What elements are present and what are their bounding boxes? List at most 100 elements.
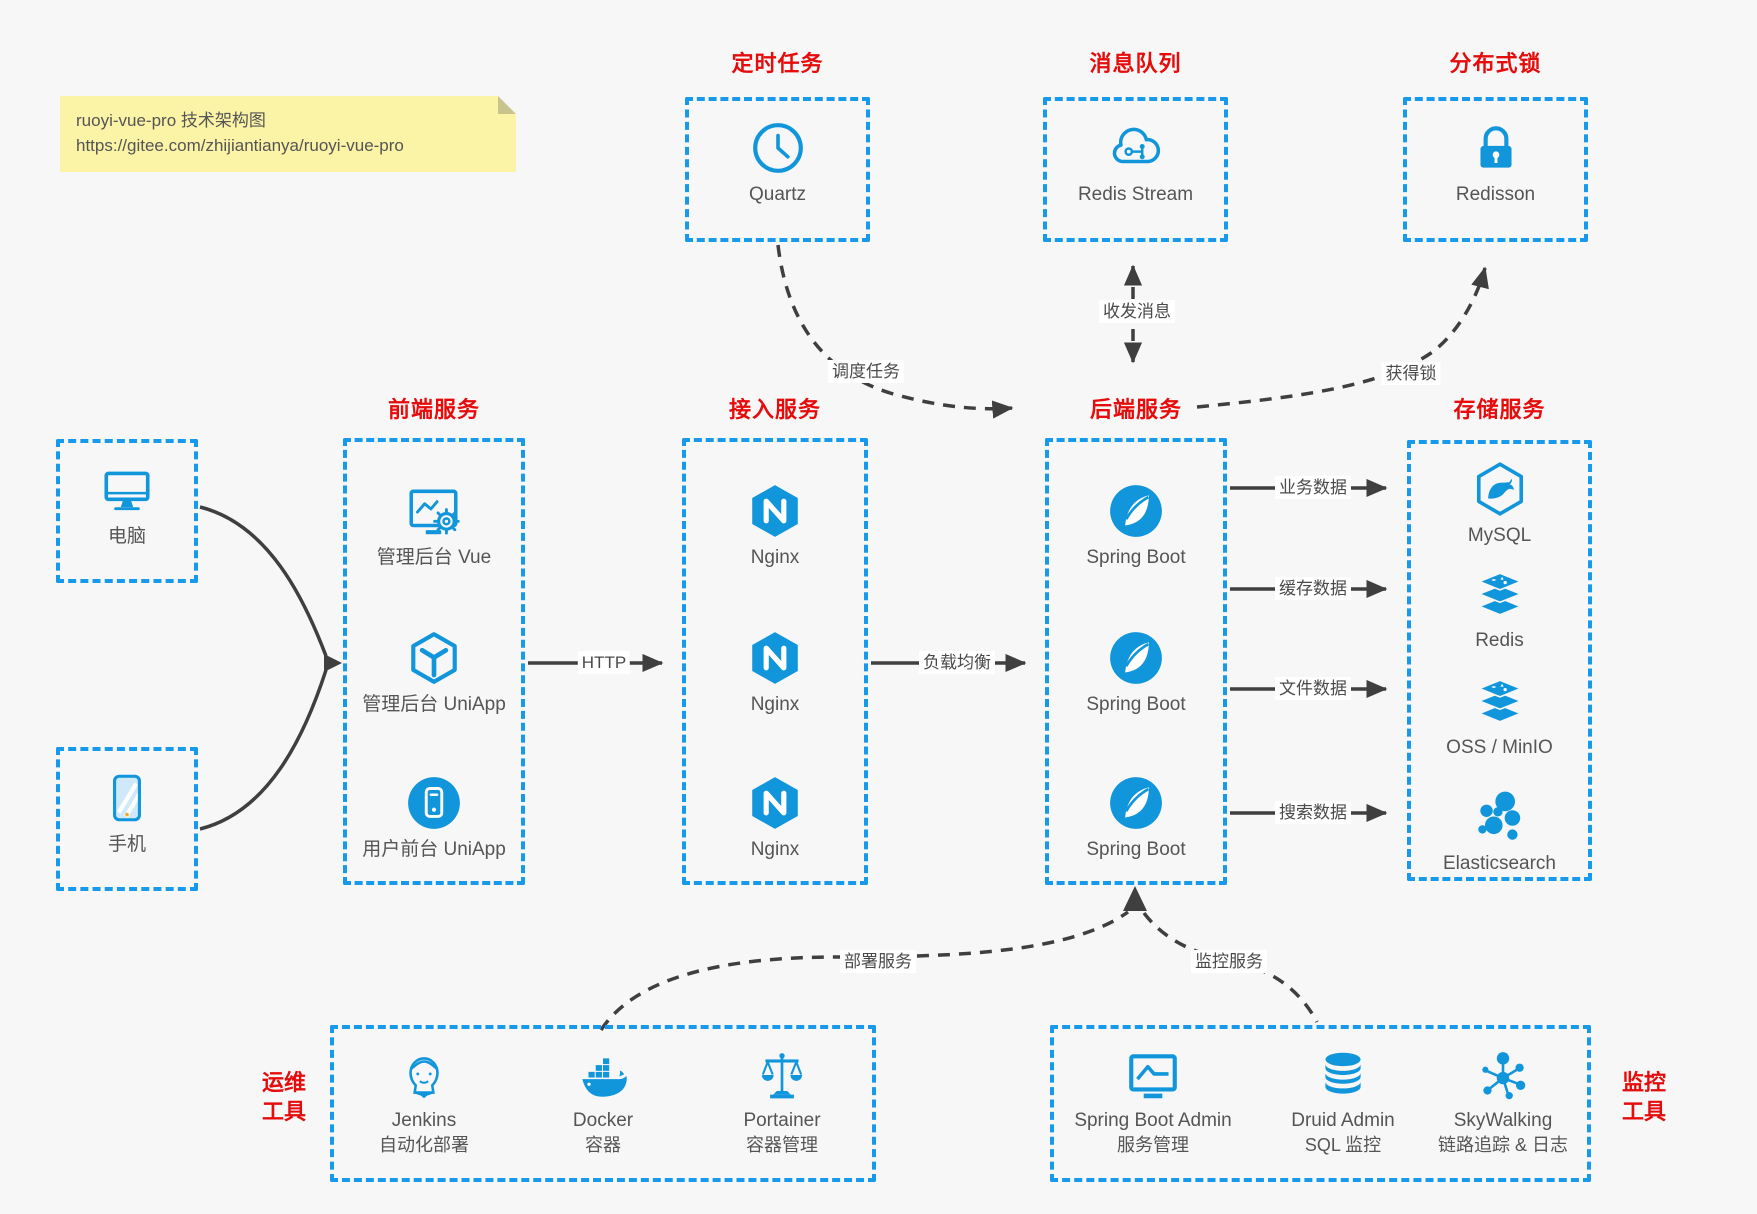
- uniapp-phone-circle-icon: [405, 774, 463, 832]
- node-redis-stream: Redis Stream: [1047, 119, 1224, 207]
- edge-label-search-data: 搜索数据: [1275, 801, 1351, 824]
- quartz-clock-icon: [749, 119, 807, 177]
- node-sublabel: SQL 监控: [1304, 1135, 1382, 1155]
- node-label: Nginx: [750, 839, 800, 860]
- node-label: 电脑: [107, 526, 146, 547]
- arrow-computer-to-frontend: [199, 505, 328, 657]
- client-computer-box: 电脑: [56, 439, 198, 583]
- oss-minio-stack-icon: [1471, 672, 1529, 730]
- node-redisson: Redisson: [1407, 119, 1584, 207]
- edge-label-business-data: 业务数据: [1275, 476, 1351, 499]
- admin-vue-monitor-gear-icon: [405, 482, 463, 540]
- note-title: ruoyi-vue-pro 技术架构图: [76, 111, 266, 130]
- node-label: Spring Boot: [1086, 694, 1186, 715]
- arrowhead-clients: [324, 654, 342, 672]
- node-nginx-3: Nginx: [686, 774, 864, 862]
- title-distributed-lock: 分布式锁: [1449, 51, 1542, 76]
- spring-boot-leaf-icon: [1107, 482, 1165, 540]
- druid-database-icon: [1314, 1047, 1372, 1105]
- node-label: Docker: [572, 1110, 634, 1131]
- gateway-services-box: Nginx Nginx Nginx: [682, 438, 868, 885]
- arrowhead-into-backend: [1123, 886, 1147, 911]
- arrow-phone-to-frontend: [199, 669, 328, 831]
- backend-services-box: Spring Boot Spring Boot Spring Boot: [1045, 438, 1227, 885]
- skywalking-topology-icon: [1474, 1047, 1532, 1105]
- uniapp-cube-icon: [405, 629, 463, 687]
- node-label: Redis: [1475, 630, 1524, 651]
- node-elasticsearch: Elasticsearch: [1411, 788, 1588, 876]
- edge-label-acquire-lock: 获得锁: [1381, 362, 1441, 385]
- node-label: Spring Boot: [1086, 839, 1186, 860]
- node-spring-boot-admin: Spring Boot Admin 服务管理: [1058, 1047, 1248, 1157]
- redis-stream-cloud-icon: [1107, 119, 1165, 177]
- edge-label-http: HTTP: [577, 651, 631, 674]
- node-phone: 手机: [60, 769, 194, 857]
- node-label: Druid Admin: [1291, 1110, 1395, 1131]
- edge-label-schedule-task: 调度任务: [828, 360, 904, 383]
- arrow-monitor: [1142, 911, 1319, 1023]
- node-label: Spring Boot: [1086, 547, 1186, 568]
- node-label: Portainer: [743, 1110, 821, 1131]
- node-docker: Docker 容器: [523, 1047, 683, 1157]
- node-jenkins: Jenkins 自动化部署: [344, 1047, 504, 1157]
- elasticsearch-cluster-icon: [1471, 788, 1529, 846]
- node-druid-admin: Druid Admin SQL 监控: [1248, 1047, 1438, 1157]
- mysql-dolphin-icon: [1471, 460, 1529, 518]
- node-admin-uniapp: 管理后台 UniApp: [347, 629, 521, 717]
- node-label: Jenkins: [391, 1110, 457, 1131]
- frontend-services-box: 管理后台 Vue 管理后台 UniApp 用户前台 UniApp: [343, 438, 525, 885]
- sticky-note: ruoyi-vue-pro 技术架构图 https://gitee.com/zh…: [60, 96, 516, 172]
- arrow-deploy: [599, 910, 1130, 1031]
- mobile-phone-icon: [98, 769, 156, 827]
- edge-label-deploy: 部署服务: [840, 950, 916, 973]
- redis-stack-icon: [1471, 565, 1529, 623]
- node-sublabel: 链路追踪 & 日志: [1437, 1135, 1568, 1155]
- storage-services-box: MySQL Redis OSS / MinIO Elasticsearch: [1407, 440, 1592, 881]
- node-computer: 电脑: [60, 461, 194, 549]
- node-label: Quartz: [748, 184, 807, 205]
- title-storage-services: 存储服务: [1453, 397, 1546, 422]
- docker-whale-icon: [574, 1047, 632, 1105]
- jenkins-butler-icon: [395, 1047, 453, 1105]
- spring-boot-leaf-icon: [1107, 774, 1165, 832]
- message-queue-box: Redis Stream: [1043, 97, 1228, 242]
- node-mysql: MySQL: [1411, 460, 1588, 548]
- spring-boot-admin-monitor-icon: [1124, 1047, 1182, 1105]
- node-label: Spring Boot Admin: [1074, 1110, 1232, 1131]
- nginx-icon: [746, 629, 804, 687]
- edge-label-cache-data: 缓存数据: [1275, 577, 1351, 600]
- node-label: 用户前台 UniApp: [362, 839, 506, 860]
- node-label: 管理后台 Vue: [376, 547, 492, 568]
- arrow-schedule-task: [776, 244, 1014, 419]
- node-label: MySQL: [1467, 525, 1532, 546]
- title-frontend-services: 前端服务: [387, 397, 480, 422]
- note-url: https://gitee.com/zhijiantianya/ruoyi-vu…: [76, 136, 404, 155]
- node-label: SkyWalking: [1453, 1110, 1553, 1131]
- title-monitor-tools: 监控 工具: [1621, 1070, 1666, 1124]
- node-label: Nginx: [750, 547, 800, 568]
- node-spring-boot-1: Spring Boot: [1049, 482, 1223, 570]
- node-portainer: Portainer 容器管理: [702, 1047, 862, 1157]
- edge-label-messages: 收发消息: [1099, 300, 1175, 323]
- distributed-lock-box: Redisson: [1403, 97, 1588, 242]
- node-skywalking: SkyWalking 链路追踪 & 日志: [1415, 1047, 1591, 1157]
- node-nginx-1: Nginx: [686, 482, 864, 570]
- node-label: Nginx: [750, 694, 800, 715]
- node-nginx-2: Nginx: [686, 629, 864, 717]
- node-quartz: Quartz: [689, 119, 866, 207]
- node-sublabel: 服务管理: [1117, 1135, 1189, 1155]
- node-label: Redisson: [1455, 184, 1536, 205]
- edge-label-load-balance: 负载均衡: [919, 651, 995, 674]
- node-label: 手机: [107, 834, 146, 855]
- client-phone-box: 手机: [56, 747, 198, 891]
- redisson-lock-icon: [1467, 119, 1525, 177]
- node-spring-boot-2: Spring Boot: [1049, 629, 1223, 717]
- node-user-uniapp: 用户前台 UniApp: [347, 774, 521, 862]
- node-label: OSS / MinIO: [1446, 737, 1553, 758]
- node-redis: Redis: [1411, 565, 1588, 653]
- nginx-icon: [746, 774, 804, 832]
- node-spring-boot-3: Spring Boot: [1049, 774, 1223, 862]
- arrow-acquire-lock: [1196, 266, 1489, 409]
- portainer-scales-icon: [753, 1047, 811, 1105]
